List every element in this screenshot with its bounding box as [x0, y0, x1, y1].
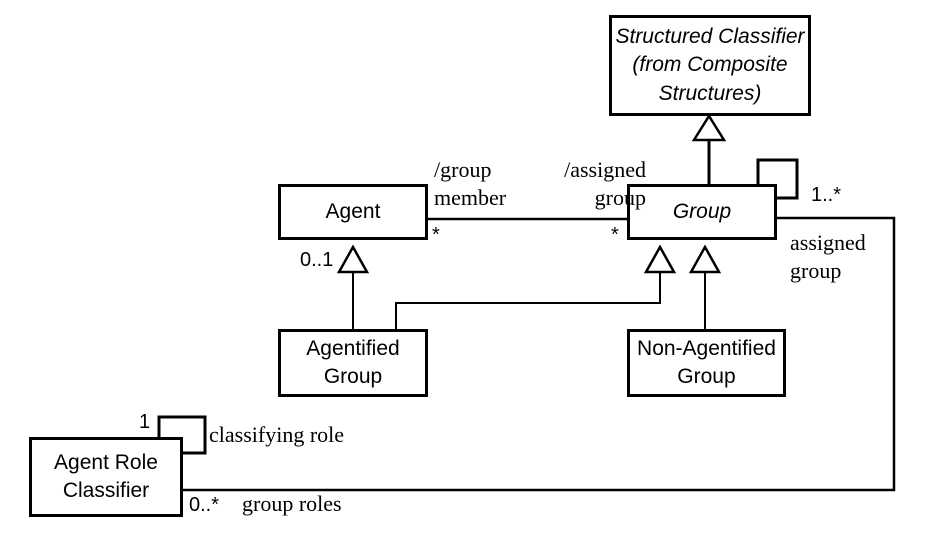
agent-role-classifier-class: Agent Role Classifier	[29, 437, 183, 517]
structured-classifier-class: Structured Classifier (from Composite St…	[609, 15, 811, 116]
group-member-role-label: /group member	[434, 157, 507, 210]
agent-generalization-multiplicity: 0..1	[300, 249, 334, 271]
agent-name: Agent	[325, 199, 381, 223]
group-roles-label: group roles	[242, 491, 342, 516]
agentified-group-class: Agentified Group	[278, 329, 428, 397]
classifying-role-label: classifying role	[209, 422, 345, 447]
agent-class: Agent	[278, 184, 428, 240]
classifier-self-association	[157, 415, 207, 455]
classifier-self-multiplicity: 1	[139, 411, 151, 433]
non-agentified-group-class: Non-Agentified Group	[627, 329, 786, 397]
group-roles-association	[183, 216, 896, 492]
structured-classifier-name: Structured Classifier (from Composite St…	[615, 24, 805, 105]
group-roles-multiplicity: 0..*	[189, 494, 220, 516]
agentified-group-name: Agentified Group	[306, 336, 400, 388]
group-end-multiplicity: *	[611, 224, 619, 246]
generalization-arrow-agent	[336, 244, 370, 274]
group-self-multiplicity: 1..*	[811, 184, 842, 206]
agent-role-classifier-name: Agent Role Classifier	[54, 450, 158, 502]
assigned-group-role-label: assigned group	[790, 230, 866, 283]
agentified-to-group-line	[395, 272, 661, 329]
generalization-arrow-structured-classifier	[691, 113, 727, 142]
generalization-arrow-group-left	[643, 244, 677, 274]
group-self-association	[756, 158, 799, 200]
group-name: Group	[672, 199, 732, 223]
non-agentified-group-name: Non-Agentified Group	[637, 336, 776, 388]
assigned-group-derived-role-label: /assigned group	[564, 157, 646, 210]
generalization-arrow-group-right	[688, 244, 722, 274]
group-class: Group	[627, 184, 777, 240]
agent-end-multiplicity: *	[432, 224, 440, 246]
